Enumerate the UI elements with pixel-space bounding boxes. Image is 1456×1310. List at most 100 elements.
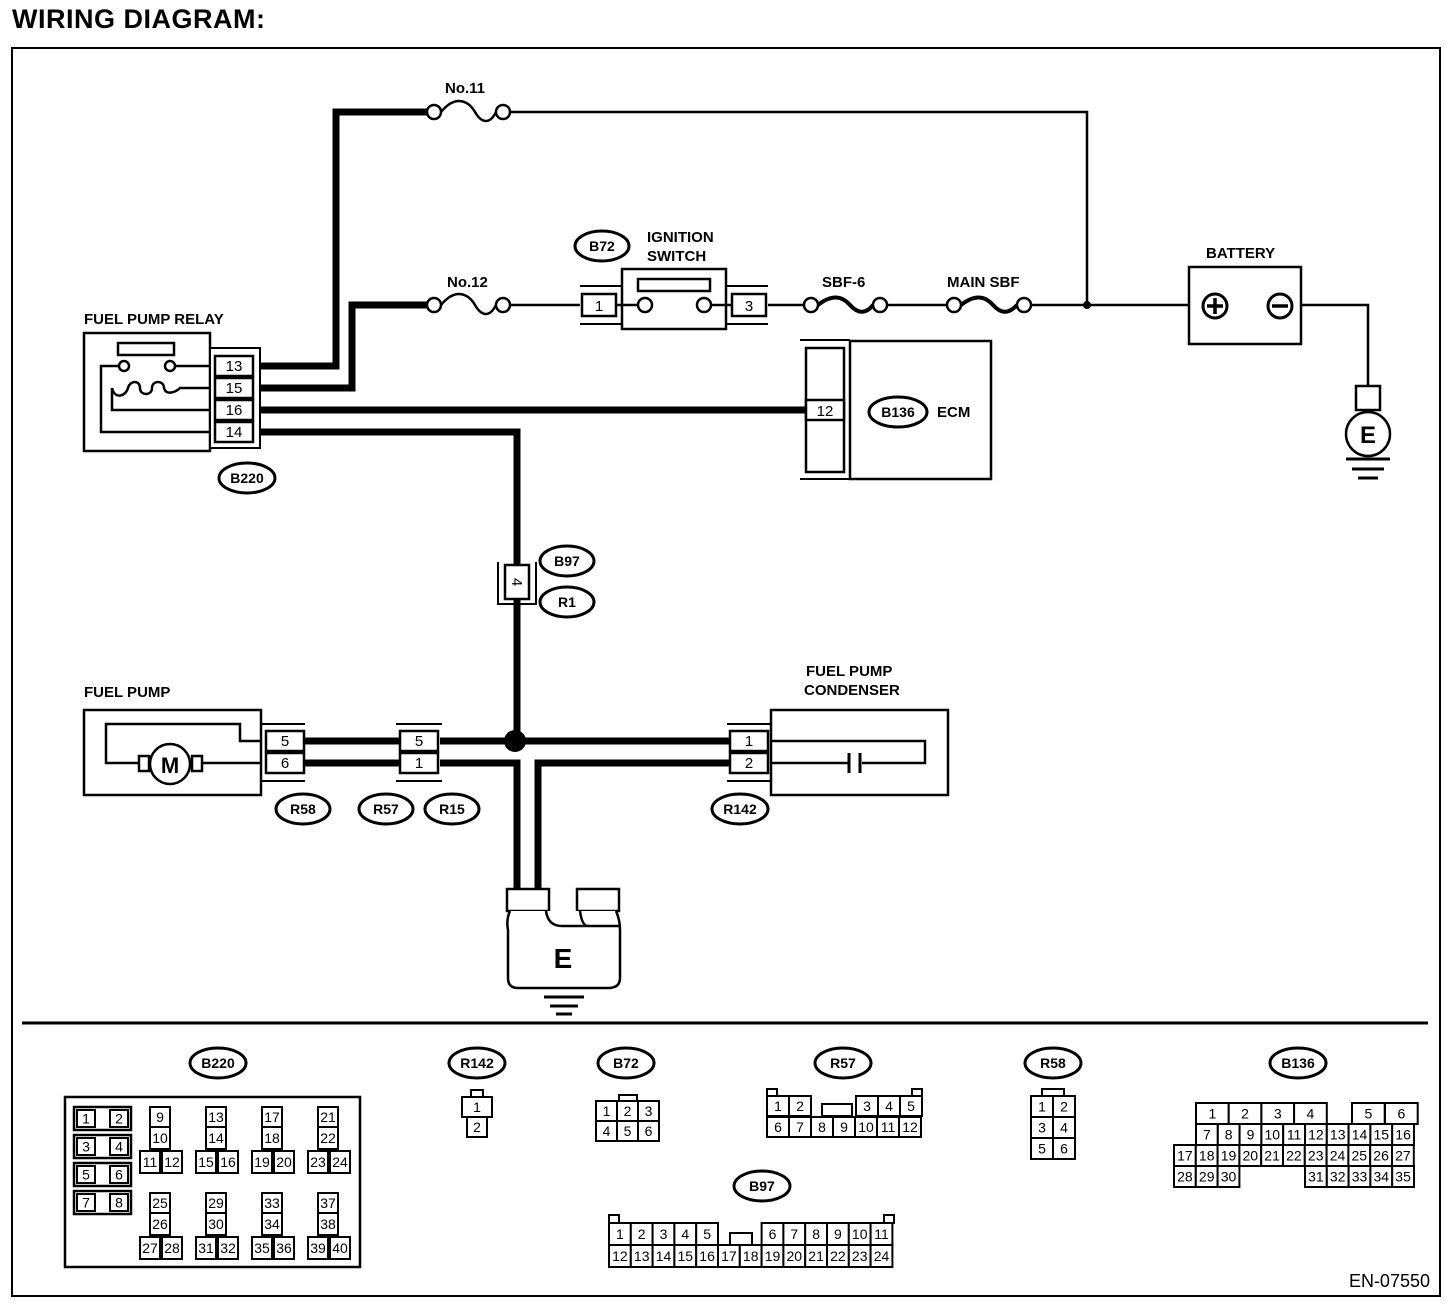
cell-label: 15 xyxy=(1374,1127,1390,1143)
cell-label: 9 xyxy=(840,1119,848,1135)
connector-view-tag xyxy=(813,1046,873,1080)
pin-label: 2 xyxy=(745,755,753,772)
relay-coil-icon xyxy=(110,380,210,397)
connector-tag-b136 xyxy=(867,395,929,429)
fuel-pump-relay[interactable]: FUEL PUMP RELAY 13 15 16 14 B220 xyxy=(82,311,277,495)
cell-label: 30 xyxy=(208,1216,224,1232)
battery[interactable]: BATTERY xyxy=(1187,245,1303,346)
joint-connector-b97-r1[interactable]: 4 B97 R1 xyxy=(497,544,596,619)
wire-relay14-junction xyxy=(258,428,521,740)
pin-label: 1 xyxy=(415,755,423,772)
r142-pin xyxy=(466,1116,488,1138)
battery-ground: E xyxy=(1344,384,1392,480)
fuse-terminal-icon xyxy=(1015,296,1033,314)
ignition-pin-3[interactable] xyxy=(730,292,768,318)
connector-view-tag xyxy=(188,1046,248,1080)
cell-label: 2 xyxy=(638,1226,646,1242)
cell-label: 13 xyxy=(208,1109,224,1125)
connector-view-tag xyxy=(1023,1046,1083,1080)
cell-label: 13 xyxy=(634,1248,650,1264)
ground-terminal xyxy=(1354,384,1382,412)
b220-pin xyxy=(251,1236,273,1260)
connector-tag-r58 xyxy=(274,792,332,826)
cell-label: 1 xyxy=(1208,1106,1216,1122)
pin-label: 3 xyxy=(745,298,753,315)
cell-label: 6 xyxy=(769,1226,777,1242)
cell-label: 5 xyxy=(703,1226,711,1242)
b220-pin xyxy=(109,1165,129,1184)
b220-pin xyxy=(161,1236,183,1260)
switch-contact-icon xyxy=(636,296,654,314)
ignition-switch[interactable]: B72 IGNITION SWITCH 1 3 xyxy=(573,229,768,331)
cell-label: 5 xyxy=(82,1167,90,1183)
pin-label: 4 xyxy=(508,578,525,586)
pin-label: 16 xyxy=(226,402,243,419)
relay-pin-16[interactable] xyxy=(213,398,255,422)
b220-pin xyxy=(329,1236,351,1260)
r142-pin-2[interactable] xyxy=(728,751,770,775)
fuse-no12[interactable]: No.12 xyxy=(425,274,512,316)
figure-id: EN-07550 xyxy=(1349,1271,1430,1291)
cell-label: 12 xyxy=(164,1154,180,1170)
b220-pin xyxy=(195,1150,217,1174)
fuse-terminal-icon xyxy=(425,103,443,121)
cell-label: 16 xyxy=(699,1248,715,1264)
cell-label: 3 xyxy=(645,1103,653,1119)
cell-label: 11 xyxy=(874,1226,889,1242)
pin-label: 14 xyxy=(226,424,243,441)
cell-label: 21 xyxy=(320,1109,336,1125)
cell-label: 35 xyxy=(254,1240,270,1256)
relay-pin-13[interactable] xyxy=(213,354,255,378)
r58-pin xyxy=(1052,1137,1076,1160)
r142-pin-1[interactable] xyxy=(728,729,770,753)
b220-pin xyxy=(217,1150,239,1174)
connector-tag-r15-text: R15 xyxy=(439,801,465,817)
relay-pin-15[interactable] xyxy=(213,376,255,400)
cell-label: 17 xyxy=(264,1109,280,1125)
b220-pin xyxy=(307,1236,329,1260)
b220-pin xyxy=(109,1109,129,1128)
cell-label: 12 xyxy=(902,1119,918,1135)
wire-condenser-2-ground xyxy=(534,759,730,890)
cell-label: 35 xyxy=(1395,1169,1411,1185)
fuse-main-sbf[interactable]: MAIN SBF xyxy=(945,274,1033,314)
fuse-link-icon xyxy=(440,292,498,316)
b220-pin xyxy=(149,1126,171,1150)
ground-terminal xyxy=(505,887,551,913)
cell-label: 23 xyxy=(310,1154,326,1170)
cell-label: 6 xyxy=(1060,1141,1068,1157)
cell-label: 10 xyxy=(858,1119,874,1135)
cell-label: 20 xyxy=(276,1154,292,1170)
b220-pin xyxy=(317,1212,339,1236)
joint-connector-r57-r15[interactable]: 5 1 R57 R15 xyxy=(357,723,481,826)
cell-label: 10 xyxy=(152,1130,168,1146)
fuse-sbf6[interactable]: SBF-6 xyxy=(802,274,889,314)
pin-label: 5 xyxy=(415,733,423,750)
cell-label: 29 xyxy=(1199,1169,1215,1185)
cell-label: 6 xyxy=(1397,1106,1405,1122)
cell-label: 2 xyxy=(1241,1106,1249,1122)
sbf6-label: SBF-6 xyxy=(822,274,865,291)
cell-label: 18 xyxy=(743,1248,759,1264)
fuse-no11[interactable]: No.11 xyxy=(425,80,512,123)
r57-pin-1[interactable] xyxy=(398,751,440,775)
ecm[interactable]: 12 B136 ECM xyxy=(800,339,993,481)
cell-label: 23 xyxy=(852,1248,868,1264)
cell-label: 16 xyxy=(220,1154,236,1170)
connector-tag-r57 xyxy=(357,792,415,826)
cell-label: 9 xyxy=(1247,1127,1255,1143)
r58-pin-6[interactable] xyxy=(264,751,306,775)
fuse-terminal-icon xyxy=(425,296,443,314)
fuel-pump-condenser[interactable]: FUEL PUMP CONDENSER 1 2 R142 xyxy=(710,663,950,826)
relay-pin-14[interactable] xyxy=(213,420,255,444)
switch-contact-icon xyxy=(695,296,713,314)
r57-pin-5[interactable] xyxy=(398,729,440,753)
ecm-pin-12[interactable] xyxy=(804,398,846,422)
fuel-pump[interactable]: FUEL PUMP M 5 6 R58 xyxy=(82,684,332,826)
b220-pin xyxy=(195,1236,217,1260)
b220-pin xyxy=(307,1150,329,1174)
r58-pin-5[interactable] xyxy=(264,729,306,753)
b97-pin-4[interactable] xyxy=(503,563,531,601)
cell-label: 40 xyxy=(332,1240,348,1256)
